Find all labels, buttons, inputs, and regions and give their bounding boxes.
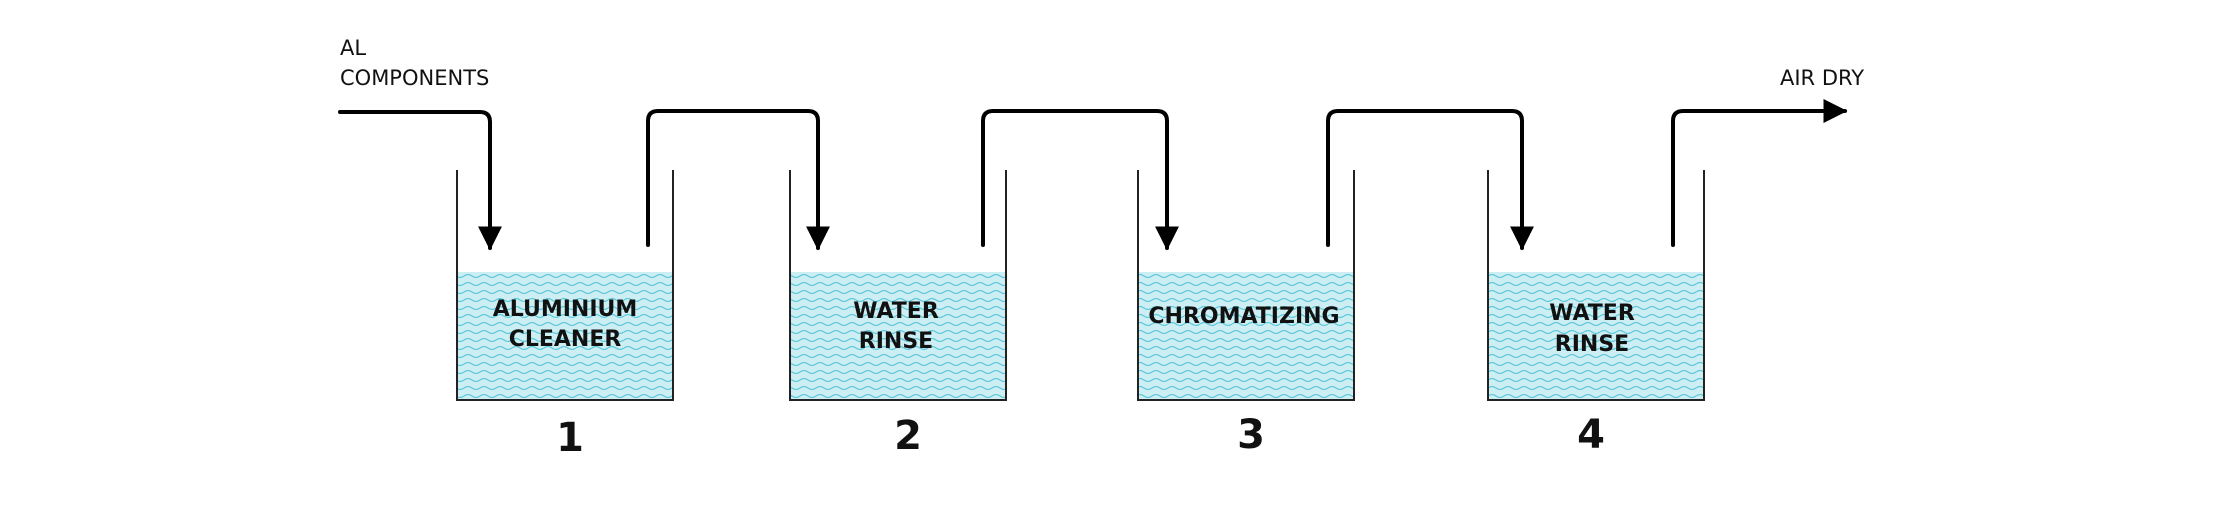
tank-4: WATER RINSE 4 (1487, 170, 1705, 458)
tank-2-walls (789, 170, 1007, 401)
tank-4-label-line-1: WATER (1549, 301, 1635, 326)
tank-2-number: 2 (894, 413, 922, 459)
flow-arrow-tank-4-to-air-dry (1671, 99, 1848, 247)
input-label-line-1: AL (340, 36, 366, 60)
tank-1-walls (456, 170, 674, 401)
tank-2-label-line-2: RINSE (859, 329, 933, 354)
tank-1-number: 1 (556, 415, 584, 461)
tank-2-label-line-1: WATER (853, 299, 939, 324)
tank-1-label-line-1: ALUMINIUM (493, 297, 638, 322)
tank-3-walls (1137, 170, 1355, 401)
tank-4-number: 4 (1577, 412, 1605, 458)
flow-arrow-tank-1-to-tank-2 (646, 109, 830, 251)
output-label: AIR DRY (1780, 66, 1864, 90)
flow-arrow-input-to-tank-1 (338, 110, 502, 251)
input-label-line-2: COMPONENTS (340, 66, 489, 90)
tank-1-label-line-2: CLEANER (509, 327, 622, 352)
tank-2: WATER RINSE 2 (789, 170, 1007, 459)
tank-3-number: 3 (1237, 412, 1265, 458)
flow-arrow-tank-3-to-tank-4 (1326, 109, 1534, 251)
tank-1-liquid-waves (457, 272, 673, 400)
tank-2-liquid-waves (790, 272, 1006, 400)
tank-3: CHROMATIZING 3 (1137, 170, 1355, 458)
tank-3-liquid-waves (1138, 272, 1354, 400)
tank-4-label-line-2: RINSE (1555, 332, 1629, 357)
flow-arrow-tank-2-to-tank-3 (981, 109, 1179, 251)
tank-4-liquid-waves (1488, 272, 1704, 400)
tank-4-walls (1487, 170, 1705, 401)
tank-3-label-line-1: CHROMATIZING (1148, 304, 1339, 329)
tank-1: ALUMINIUM CLEANER 1 (456, 170, 674, 461)
